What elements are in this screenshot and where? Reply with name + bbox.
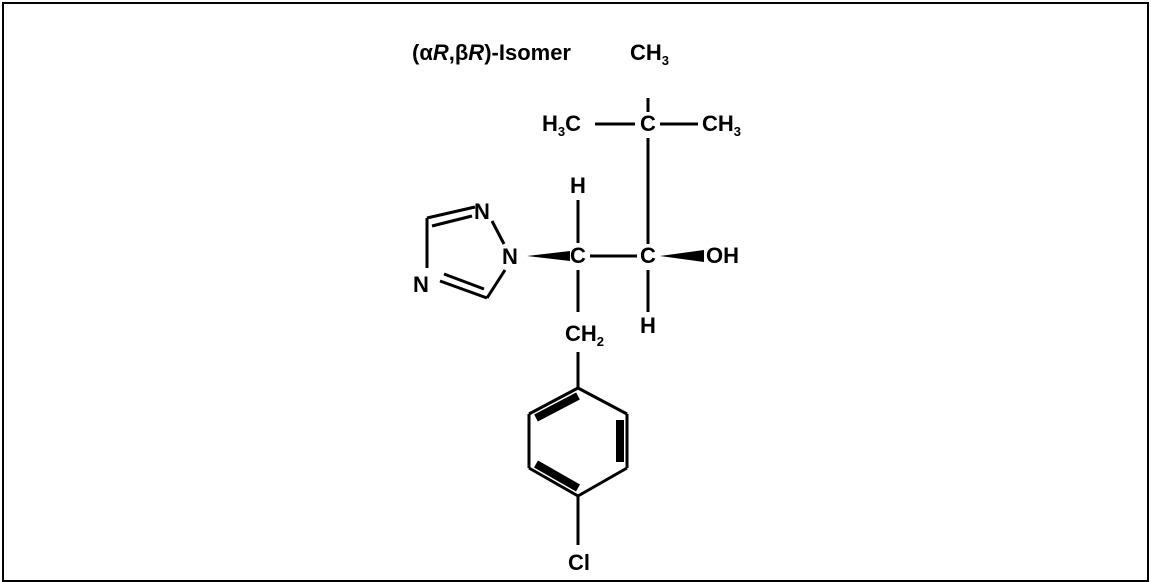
benzene-bond-4 [528, 466, 579, 498]
isomer-title: (αR,βR)-Isomer [412, 40, 571, 65]
carbon-beta-label: C [640, 243, 656, 268]
ring-bond-4 [439, 279, 488, 300]
ring-bond-4-double [443, 272, 485, 291]
benzene-bond-1 [577, 386, 628, 416]
wedge-n-calpha [527, 251, 570, 261]
hydroxyl-label: OH [706, 243, 739, 268]
wedge-cbeta-oh [660, 250, 704, 262]
ch2-label: CH2 [565, 321, 604, 349]
ch3-top-label: CH3 [630, 40, 669, 68]
carbon-alpha-label: C [570, 243, 586, 268]
h3c-left-label: H3C [542, 111, 581, 139]
hydrogen-bottom-label: H [640, 313, 656, 338]
benzene-bond-6-inner [534, 392, 580, 422]
ch3-right-label: CH3 [702, 111, 741, 139]
quaternary-carbon-label: C [640, 111, 656, 136]
ring-nitrogen-attach-label: N [502, 244, 518, 269]
ring-nitrogen-top-label: N [474, 199, 490, 224]
benzene-bond-6 [528, 386, 579, 416]
ring-bond-3 [485, 269, 507, 299]
hydrogen-top-label: H [570, 173, 586, 198]
bonds [425, 98, 704, 545]
ring-bond-1 [426, 205, 476, 220]
ring-bond-1-double [431, 214, 473, 228]
chlorine-label: Cl [568, 550, 590, 575]
ring-bond-2 [490, 220, 506, 245]
benzene-bond-4-inner [534, 460, 580, 492]
ring-nitrogen-bottom-label: N [413, 272, 429, 297]
benzene-bond-3 [577, 466, 628, 498]
